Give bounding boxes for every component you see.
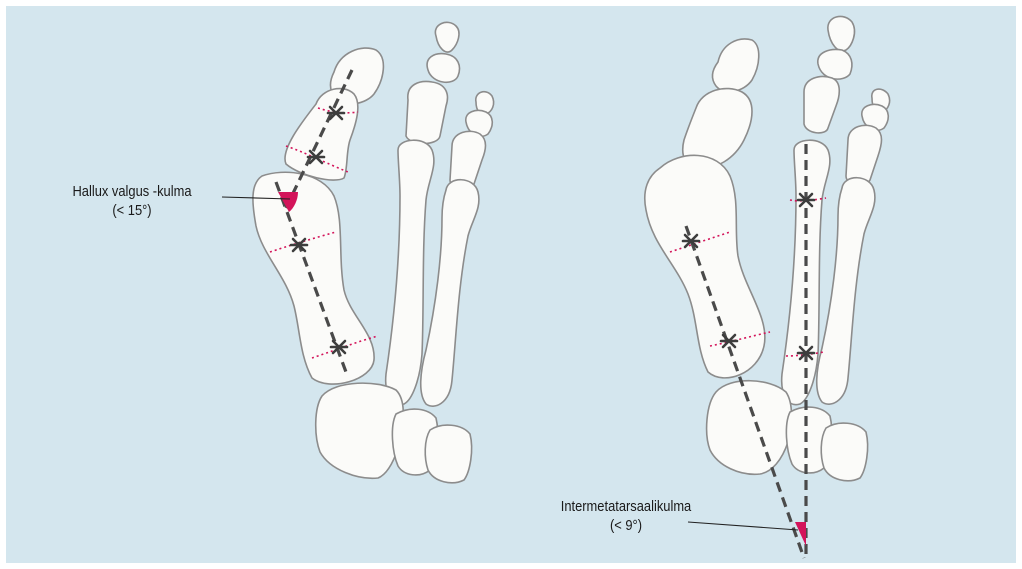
intermetatarsal-name: Intermetatarsaalikulma (542, 497, 711, 516)
hallux-valgus-name: Hallux valgus -kulma (53, 182, 211, 201)
right-metatarsal-1 (645, 155, 765, 378)
right-metatarsal-3 (817, 178, 875, 404)
left-foot (253, 22, 494, 482)
left-toe2-middle (427, 54, 459, 83)
right-toe2-middle (818, 50, 852, 80)
right-hallux-distal (712, 39, 758, 92)
right-toe3-proximal (846, 125, 882, 185)
right-foot (645, 16, 890, 558)
left-cuneiform-lateral (425, 425, 471, 483)
right-cuneiform-lateral (821, 423, 867, 481)
right-toe2-distal (828, 16, 855, 50)
left-toe2-distal (435, 22, 459, 52)
hallux-valgus-label: Hallux valgus -kulma (< 15°) (53, 182, 211, 220)
intermetatarsal-limit: (< 9°) (542, 516, 711, 535)
intermetatarsal-label: Intermetatarsaalikulma (< 9°) (542, 497, 711, 535)
left-metatarsal-3 (421, 180, 479, 406)
left-metatarsal-1 (253, 172, 374, 384)
left-toe2-proximal (406, 82, 447, 144)
right-cuneiform-medial (707, 381, 792, 475)
right-toe2-proximal (804, 77, 839, 133)
hallux-valgus-limit: (< 15°) (53, 201, 211, 220)
left-cuneiform-medial (316, 383, 404, 478)
